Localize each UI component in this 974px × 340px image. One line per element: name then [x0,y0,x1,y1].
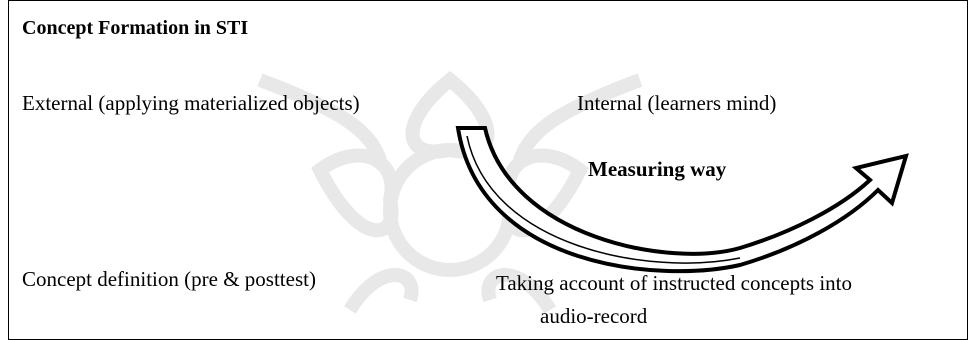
audio-record-line1: Taking account of instructed concepts in… [496,271,853,295]
curved-arrow-inner [466,135,741,264]
diagram-title: Concept Formation in STI [22,17,249,39]
audio-record-line2: audio-record [540,304,648,328]
measuring-way-label: Measuring way [588,157,727,181]
concept-definition-label: Concept definition (pre & posttest) [22,267,316,291]
audio-record-label: Taking account of instructed concepts in… [496,267,956,333]
external-label: External (applying materialized objects) [22,91,360,115]
curved-arrow [455,126,909,274]
curved-arrow-shape [455,126,909,274]
internal-label: Internal (learners mind) [577,91,777,115]
